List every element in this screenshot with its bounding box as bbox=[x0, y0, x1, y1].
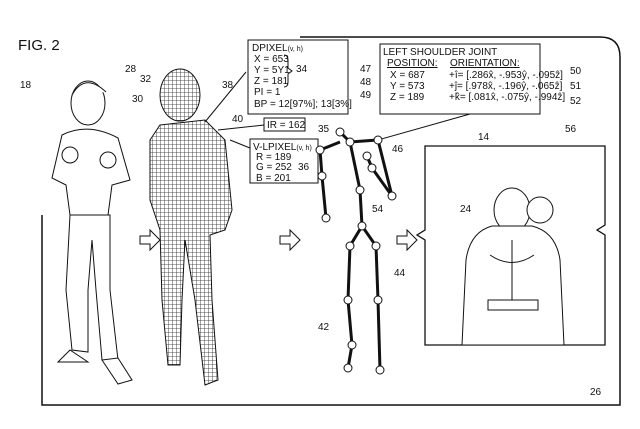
svg-text:+î= [.286x̂, -.953ŷ, -.095ẑ]: +î= [.286x̂, -.953ŷ, -.095ẑ] bbox=[449, 69, 563, 81]
svg-text:+ĵ= [.978x̂, -.196ŷ, -.065ẑ]: +ĵ= [.978x̂, -.196ŷ, -.065ẑ] bbox=[449, 80, 563, 92]
process-arrows bbox=[139, 228, 418, 252]
svg-text:24: 24 bbox=[460, 204, 472, 215]
svg-text:36: 36 bbox=[298, 162, 310, 173]
svg-text:BP = 12[97%]; 13[3%]: BP = 12[97%]; 13[3%] bbox=[254, 99, 352, 110]
human-subject bbox=[51, 80, 133, 385]
svg-text:G = 252: G = 252 bbox=[256, 162, 292, 173]
svg-text:IR = 162: IR = 162 bbox=[267, 120, 306, 131]
frame bbox=[41, 36, 621, 406]
svg-text:50: 50 bbox=[570, 66, 582, 77]
svg-text:X = 653: X = 653 bbox=[254, 54, 289, 65]
skeleton-joints bbox=[315, 127, 397, 375]
svg-text:47: 47 bbox=[360, 64, 372, 75]
svg-text:+k̂= [.081x̂, -.075ŷ, -.994ẑ]: +k̂= [.081x̂, -.075ŷ, -.994ẑ] bbox=[449, 91, 565, 103]
arrow-icon bbox=[396, 228, 418, 252]
svg-text:38: 38 bbox=[222, 80, 234, 91]
svg-text:ORIENTATION:: ORIENTATION: bbox=[450, 58, 520, 69]
svg-text:34: 34 bbox=[296, 64, 308, 75]
skeleton-model bbox=[318, 130, 394, 371]
svg-text:32: 32 bbox=[140, 74, 152, 85]
svg-text:30: 30 bbox=[132, 94, 144, 105]
svg-text:18: 18 bbox=[20, 80, 32, 91]
svg-text:26: 26 bbox=[590, 387, 602, 398]
svg-text:49: 49 bbox=[360, 90, 372, 101]
svg-text:Z = 181: Z = 181 bbox=[254, 76, 289, 87]
svg-text:B = 201: B = 201 bbox=[256, 173, 291, 184]
arrow-icon bbox=[139, 228, 161, 252]
svg-text:LEFT SHOULDER JOINT: LEFT SHOULDER JOINT bbox=[383, 47, 497, 58]
left-shoulder-joint-box: LEFT SHOULDER JOINT POSITION: ORIENTATIO… bbox=[377, 43, 565, 141]
svg-text:R = 189: R = 189 bbox=[256, 152, 292, 163]
svg-text:52: 52 bbox=[570, 96, 582, 107]
svg-text:POSITION:: POSITION: bbox=[387, 58, 438, 69]
svg-text:56: 56 bbox=[565, 124, 577, 135]
svg-text:Y = 573: Y = 573 bbox=[390, 81, 425, 92]
svg-text:PI = 1: PI = 1 bbox=[254, 87, 281, 98]
svg-text:28: 28 bbox=[125, 64, 137, 75]
display-screen bbox=[415, 145, 606, 346]
depth-map-subject bbox=[149, 68, 233, 386]
svg-text:46: 46 bbox=[392, 144, 404, 155]
svg-text:44: 44 bbox=[394, 268, 406, 279]
svg-text:V-LPIXEL(v, h): V-LPIXEL(v, h) bbox=[253, 142, 312, 153]
reference-numerals: 18 28 32 30 38 34 40 35 36 47 48 49 50 5… bbox=[20, 64, 602, 398]
arrow-icon bbox=[279, 228, 301, 252]
svg-text:35: 35 bbox=[318, 124, 330, 135]
svg-text:54: 54 bbox=[372, 204, 384, 215]
dpixel-box: DPIXEL(v, h) X = 653 Y = 5Y1 Z = 181 PI … bbox=[204, 39, 352, 123]
svg-text:14: 14 bbox=[478, 132, 490, 143]
ir-box: IR = 162 bbox=[217, 117, 306, 132]
svg-text:42: 42 bbox=[318, 322, 330, 333]
svg-text:X = 687: X = 687 bbox=[390, 70, 425, 81]
svg-text:Z = 189: Z = 189 bbox=[390, 92, 425, 103]
svg-text:40: 40 bbox=[232, 114, 244, 125]
svg-text:DPIXEL(v, h): DPIXEL(v, h) bbox=[252, 43, 303, 54]
avatar-boxer bbox=[461, 187, 565, 346]
figure-label: FIG. 2 bbox=[18, 37, 60, 54]
svg-text:51: 51 bbox=[570, 81, 582, 92]
vlpixel-box: V-LPIXEL(v, h) R = 189 G = 252 B = 201 bbox=[229, 138, 319, 184]
svg-text:Y = 5Y1: Y = 5Y1 bbox=[254, 65, 290, 76]
svg-text:48: 48 bbox=[360, 77, 372, 88]
